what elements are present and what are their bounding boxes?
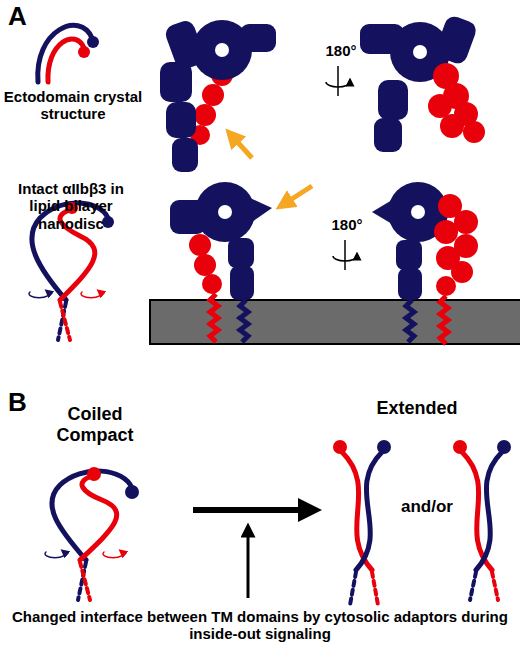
conjunction-label: and/or	[394, 497, 460, 517]
coiled-compact-icon	[45, 467, 139, 600]
crystal-structure	[360, 14, 485, 152]
panel-heading: Intact αIIbβ3 in lipid bilayer nanodisc	[2, 180, 140, 232]
intact-integrin	[170, 182, 312, 342]
rotation-icon	[333, 240, 357, 270]
extended-helix	[453, 440, 511, 600]
lipid-nanodisc	[150, 300, 520, 344]
rotation-icon	[326, 66, 350, 96]
intact-integrin	[372, 182, 478, 344]
hairpin-icon	[38, 25, 99, 82]
rotation-label: 180°	[316, 42, 366, 59]
panel-letter: B	[8, 388, 48, 418]
state-heading: Extended	[357, 398, 477, 419]
rotation-label: 180°	[322, 216, 372, 233]
caption-note: Changed interface between TM domains by …	[8, 608, 512, 643]
state-group: Extended	[318, 398, 516, 598]
pointer-arrow	[247, 530, 250, 598]
panel-heading: Ectodomain crystal structure	[2, 88, 144, 123]
crystal-structure	[160, 18, 276, 172]
extended-helix	[333, 440, 391, 605]
transition-arrow	[193, 507, 310, 513]
panel-letter: A	[8, 2, 48, 32]
state-group: Coiled Compact	[5, 404, 185, 580]
state-heading: Coiled Compact	[35, 404, 155, 445]
